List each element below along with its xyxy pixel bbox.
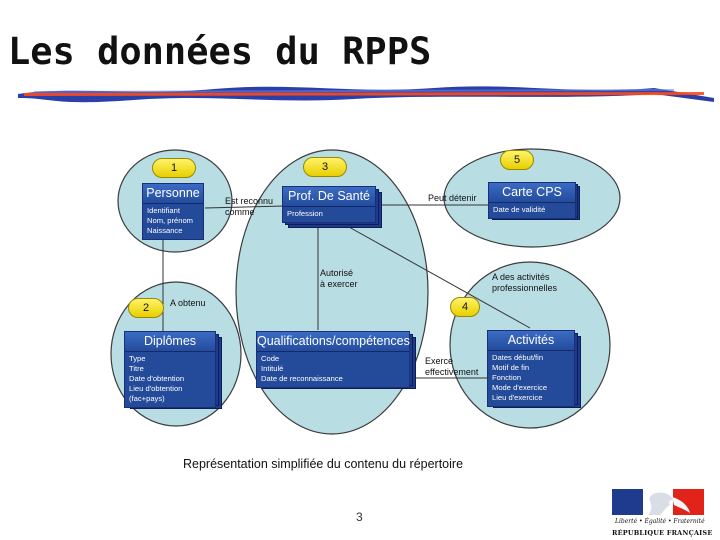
zone-badge-4: 4	[450, 297, 480, 317]
relation-a-obtenu: A obtenu	[170, 298, 206, 308]
marianne-logo	[612, 489, 704, 515]
entity-carte-cps-title: Carte CPS	[489, 183, 575, 203]
zone-badge-1: 1	[152, 158, 196, 178]
title-underline	[18, 86, 714, 103]
entity-prof-sante-title: Prof. De Santé	[283, 187, 375, 207]
zone-badge-3: 3	[303, 157, 347, 177]
entity-activites-title: Activités	[488, 331, 574, 351]
logo-motto: Liberté • Égalité • Fraternité	[615, 518, 705, 525]
entity-diplomes-title: Diplômes	[125, 332, 215, 352]
diagram-caption: Représentation simplifiée du contenu du …	[183, 457, 464, 471]
entity-qualifications-fields: Code Intitulé Date de reconnaissance	[257, 352, 409, 387]
entity-activites: Activités Dates début/fin Motif de fin F…	[487, 330, 581, 408]
zone-badge-2: 2	[128, 298, 164, 318]
entity-personne: Personne Identifiant Nom, prénom Naissan…	[142, 183, 204, 240]
entity-diplomes-fields: Type Titre Date d'obtention Lieu d'obten…	[125, 352, 215, 407]
entity-qualifications-title: Qualifications/compétences	[257, 332, 410, 352]
link-prof-activites	[339, 221, 531, 329]
entity-qualifications: Qualifications/compétences Code Intitulé…	[256, 331, 416, 389]
entity-activites-fields: Dates début/fin Motif de fin Fonction Mo…	[488, 351, 574, 406]
relation-peut-detenir: Peut détenir	[428, 193, 477, 203]
entity-diplomes: Diplômes Type Titre Date d'obtention Lie…	[124, 331, 222, 409]
entity-prof-sante-fields: Profession	[283, 207, 375, 222]
entity-personne-title: Personne	[143, 184, 203, 204]
slide-title: Les données du RPPS	[8, 30, 432, 73]
entity-carte-cps: Carte CPS Date de validité	[488, 182, 580, 220]
entity-carte-cps-fields: Date de validité	[489, 203, 575, 218]
zone-badge-5: 5	[500, 150, 534, 170]
entity-prof-sante: Prof. De Santé Profession	[282, 186, 382, 228]
page-number-center: 3	[356, 510, 363, 524]
logo-name: RÉPUBLIQUE FRANÇAISE	[612, 529, 713, 537]
link-personne-prof	[204, 205, 286, 209]
page-number-right: 3	[664, 510, 671, 524]
entity-personne-fields: Identifiant Nom, prénom Naissance	[143, 204, 203, 239]
